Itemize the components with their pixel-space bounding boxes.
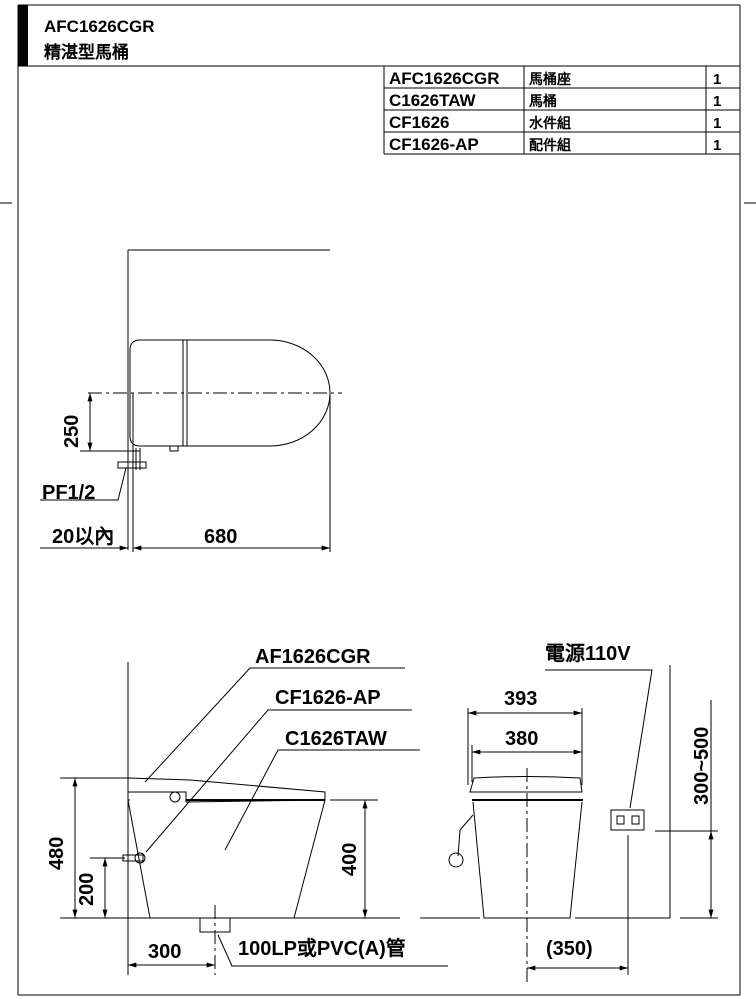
dim-350: (350): [546, 938, 593, 960]
supply-valve-icon: [448, 852, 464, 868]
part-name: 水件組: [529, 115, 571, 131]
toilet-top-outline: [129, 339, 331, 447]
front-seat-outline: [469, 776, 583, 793]
part-code: AFC1626CGR: [389, 69, 500, 88]
product-name: 精湛型馬桶: [44, 42, 129, 62]
part-code: CF1626-AP: [389, 135, 479, 154]
part-qty: 1: [713, 93, 721, 110]
part-qty: 1: [713, 71, 721, 88]
side-view: AF1626CGR CF1626-AP C1626TAW 480 200 400…: [46, 646, 448, 975]
parts-table: AFC1626CGR 馬桶座 1 C1626TAW 馬桶 1 CF1626 水件…: [383, 66, 740, 155]
dim-400: 400: [339, 843, 361, 876]
part-name: 馬桶座: [529, 71, 571, 87]
label-seat: AF1626CGR: [255, 646, 371, 668]
dim-393: 393: [504, 688, 537, 710]
table-row: CF1626 水件組 1: [389, 113, 721, 132]
label-bowl: C1626TAW: [285, 728, 387, 750]
table-row: AFC1626CGR 馬桶座 1: [389, 69, 721, 88]
dim-300: 300: [148, 941, 181, 963]
dim-680: 680: [204, 526, 237, 548]
part-code: C1626TAW: [389, 91, 477, 110]
top-view: 250 PF1/2 20以內 680: [40, 249, 342, 552]
supply-fitting-icon: [122, 854, 144, 862]
table-row: C1626TAW 馬桶 1: [389, 91, 721, 110]
part-name: 配件組: [529, 137, 571, 153]
dim-480: 480: [46, 837, 68, 870]
part-code: CF1626: [389, 113, 449, 132]
dim-380: 380: [505, 728, 538, 750]
seat-outline: [127, 777, 326, 803]
model-title: AFC1626CGR: [44, 17, 155, 36]
part-name: 馬桶: [529, 93, 557, 109]
bowl-outline: [127, 799, 326, 919]
supply-fitting-icon: [117, 461, 147, 469]
power-outlet-icon: [610, 809, 645, 831]
power-note: 電源110V: [545, 642, 631, 665]
fitting-label: PF1/2: [42, 482, 95, 504]
table-row: CF1626-AP 配件組 1: [389, 135, 721, 154]
front-view: 電源110V 393 380 300~500 (350): [420, 642, 718, 985]
part-qty: 1: [713, 115, 721, 132]
dim-250: 250: [61, 415, 83, 448]
dim-wall-gap: 20以內: [52, 525, 114, 548]
drawing-frame: [0, 4, 756, 996]
label-accessory: CF1626-AP: [275, 687, 381, 709]
dim-300-500: 300~500: [691, 727, 713, 805]
dim-200: 200: [76, 873, 98, 906]
part-qty: 1: [713, 137, 721, 154]
drain-note: 100LP或PVC(A)管: [238, 936, 406, 960]
